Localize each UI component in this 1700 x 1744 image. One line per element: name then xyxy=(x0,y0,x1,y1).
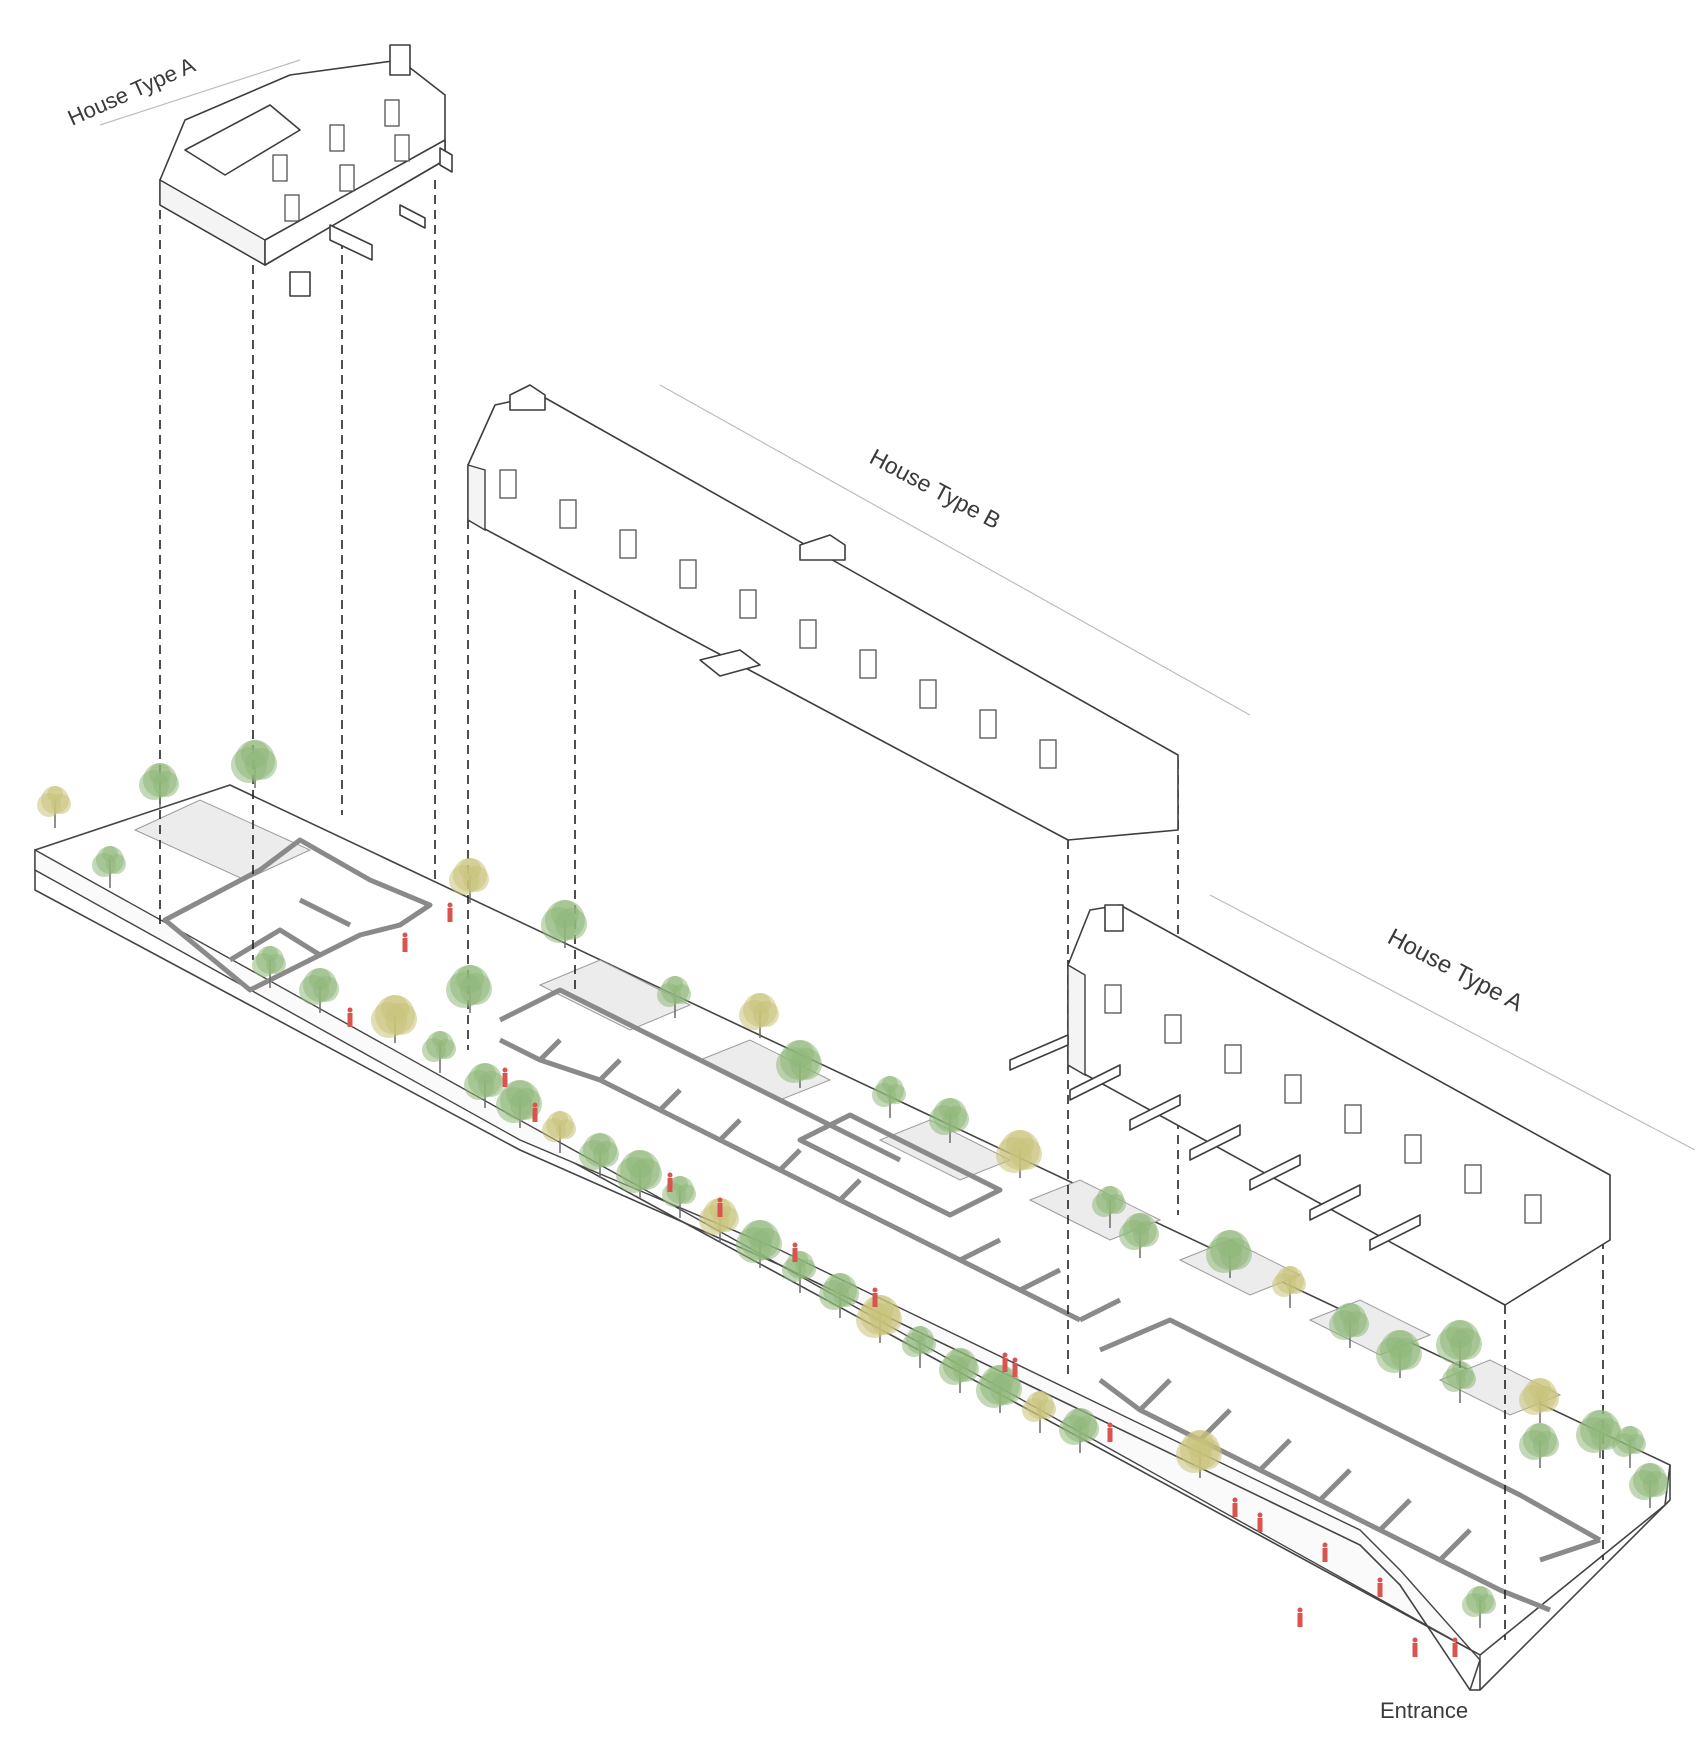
label-house-type-b: House Type B xyxy=(866,443,1005,534)
house-type-b-block xyxy=(467,384,1251,841)
tree xyxy=(902,1326,936,1368)
tree xyxy=(856,1295,902,1343)
person-figure xyxy=(792,1242,798,1262)
person-figure xyxy=(1297,1607,1303,1627)
tree xyxy=(872,1076,906,1118)
tree xyxy=(1436,1320,1482,1368)
tree xyxy=(736,1220,782,1268)
tree xyxy=(252,946,286,988)
tree xyxy=(371,995,417,1043)
house-type-a-top-block xyxy=(99,44,453,297)
person-figure xyxy=(447,902,453,922)
tree xyxy=(662,1176,696,1218)
person-figure xyxy=(1012,1357,1018,1377)
person-figure xyxy=(532,1102,538,1122)
tree xyxy=(139,763,179,808)
tree xyxy=(1092,1186,1126,1228)
tree xyxy=(776,1040,822,1088)
tree xyxy=(929,1098,969,1143)
tree xyxy=(422,1031,456,1073)
tree xyxy=(37,786,71,828)
tree xyxy=(1272,1266,1306,1308)
people xyxy=(347,902,1458,1657)
tree xyxy=(996,1130,1042,1178)
person-figure xyxy=(1322,1542,1328,1562)
tree xyxy=(1119,1213,1159,1258)
person-figure xyxy=(872,1287,878,1307)
tree xyxy=(1376,1330,1422,1378)
ground-floor-plans xyxy=(162,837,1602,1613)
tree xyxy=(616,1150,662,1198)
type-a-right-steps xyxy=(1009,1034,1421,1251)
tree xyxy=(939,1348,979,1393)
tree xyxy=(1022,1391,1056,1433)
type-a-right-windows xyxy=(1104,984,1542,1224)
person-figure xyxy=(717,1197,723,1217)
tree xyxy=(542,1111,576,1153)
tree xyxy=(449,858,489,903)
person-figure xyxy=(347,1007,353,1027)
house-type-a-right-block xyxy=(1009,894,1696,1306)
trees xyxy=(37,740,1669,1628)
tree xyxy=(739,993,779,1038)
person-figure xyxy=(1232,1497,1238,1517)
tree xyxy=(92,846,126,888)
type-b-windows xyxy=(499,469,1057,769)
tree xyxy=(1329,1303,1369,1348)
person-figure xyxy=(1412,1637,1418,1657)
person-figure xyxy=(667,1172,673,1192)
tree xyxy=(299,968,339,1013)
person-figure xyxy=(1452,1637,1458,1657)
tree xyxy=(1629,1463,1669,1508)
tree xyxy=(464,1063,504,1108)
site-base xyxy=(34,784,1671,1691)
tree xyxy=(1612,1426,1646,1468)
tree xyxy=(657,976,691,1018)
tree xyxy=(1519,1423,1559,1468)
person-figure xyxy=(1377,1577,1383,1597)
person-figure xyxy=(402,932,408,952)
tree xyxy=(1176,1430,1222,1478)
tree xyxy=(819,1273,859,1318)
label-house-type-a-right: House Type A xyxy=(1383,923,1527,1017)
tree xyxy=(231,740,277,788)
tree xyxy=(1206,1230,1252,1278)
tree xyxy=(541,900,587,948)
site-front-face xyxy=(34,848,1481,1662)
tree xyxy=(579,1133,619,1178)
tree xyxy=(1442,1361,1476,1403)
label-entrance: Entrance xyxy=(1380,1698,1468,1723)
person-figure xyxy=(502,1067,508,1087)
person-figure xyxy=(1107,1422,1113,1442)
tree xyxy=(446,965,492,1013)
tree xyxy=(1519,1378,1559,1423)
tree xyxy=(1462,1586,1496,1628)
tree xyxy=(1059,1408,1099,1453)
label-house-type-a-top: House Type A xyxy=(64,52,199,131)
person-figure xyxy=(1257,1512,1263,1532)
person-figure xyxy=(1002,1352,1008,1372)
